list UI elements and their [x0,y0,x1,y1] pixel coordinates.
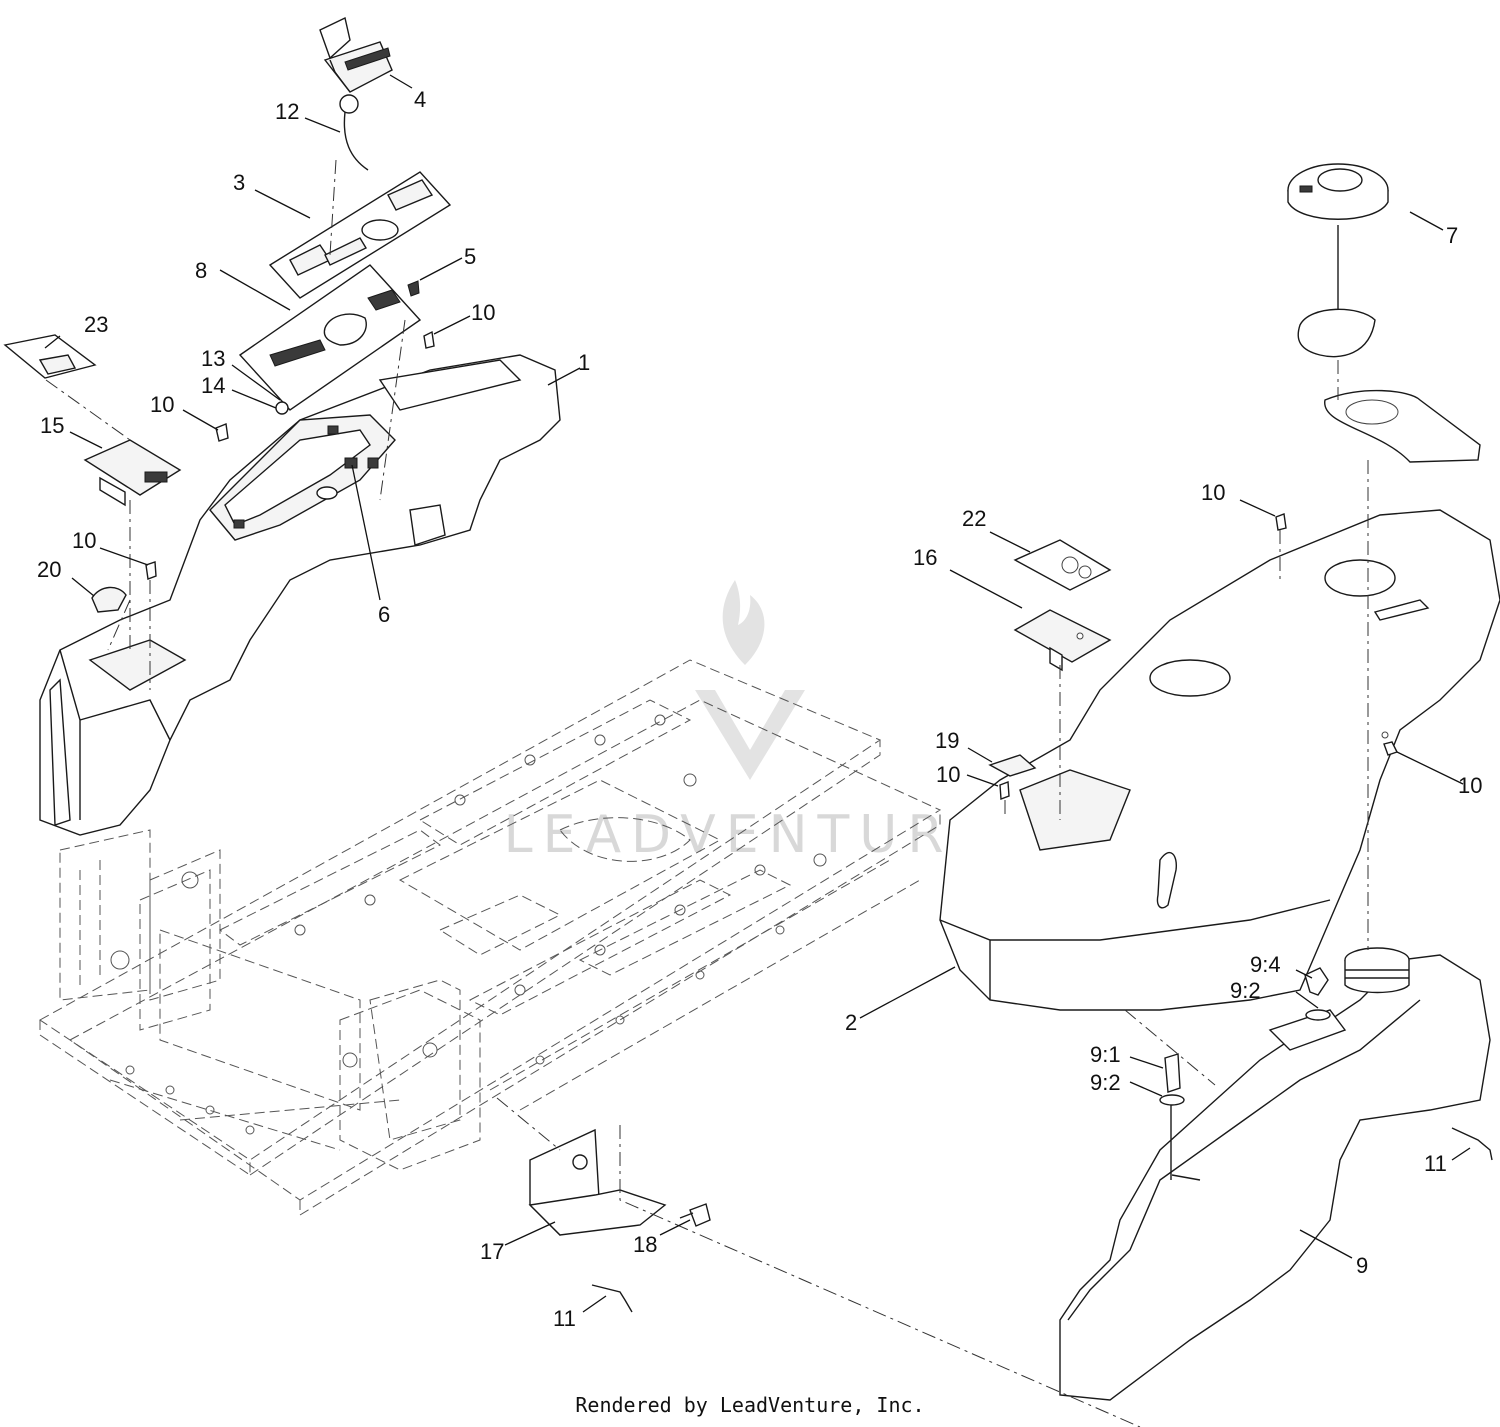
callout-19: 19 [935,728,959,753]
footer-credit: Rendered by LeadVenture, Inc. [575,1393,925,1417]
callout-5: 5 [464,244,476,269]
callout-11-left: 11 [553,1306,576,1331]
right-fender-part-2 [939,509,1500,1011]
leadventure-watermark: LEADVENTURE [504,580,997,865]
callout-4: 4 [414,87,426,112]
callout-22: 22 [962,506,986,531]
callout-labels: 1 2 3 4 5 6 7 8 9 9:1 9:2 9:2 9:4 10 10 … [37,87,1482,1331]
callout-6: 6 [378,602,390,627]
ignition-switch-part-4 [319,16,393,93]
callout-13: 13 [201,346,225,371]
leader-lines [44,74,1471,1313]
watermark-text: LEADVENTURE [504,805,997,865]
callout-3: 3 [233,170,245,195]
clip-part-11-right [1451,1127,1493,1161]
callout-10-right-lower: 10 [936,762,960,787]
fuel-tank-part-9 [1059,947,1491,1401]
callout-15: 15 [40,413,64,438]
bracket-part-17 [528,1128,667,1236]
callout-10-panel: 10 [471,300,495,325]
callout-14: 14 [201,373,225,398]
control-panel-part-8 [238,264,422,411]
cap-part-19 [988,754,1037,777]
bolt-part-18 [679,1203,711,1227]
fuel-fittings [1159,967,1331,1181]
bracket-part-15 [83,439,182,507]
callout-12: 12 [275,99,299,124]
left-fender-part-1 [39,354,561,836]
callout-10-left-lower: 10 [72,528,96,553]
assembly-lines [45,159,1369,1427]
decal-part-23 [3,334,97,379]
callout-17: 17 [480,1239,504,1264]
callout-2: 2 [845,1010,857,1035]
cable-part-12 [339,94,369,171]
callout-9-2-lower: 9:2 [1090,1070,1121,1095]
plate-part-16 [1013,609,1112,672]
clip-part-11-left [591,1284,633,1313]
fuel-cap-part-7 [1287,163,1481,463]
callout-9-2-upper: 9:2 [1230,978,1261,1003]
callout-10-right-side: 10 [1458,773,1482,798]
callout-18: 18 [633,1232,657,1257]
callout-1: 1 [578,350,590,375]
callout-8: 8 [195,258,207,283]
callout-16: 16 [913,545,937,570]
chassis-frame [39,659,942,1216]
decal-part-3 [268,171,452,299]
callout-11-right: 11 [1424,1151,1447,1176]
decal-part-22 [1013,539,1112,591]
callout-10-left-upper: 10 [150,392,174,417]
knob-part-20 [91,586,127,613]
callout-7: 7 [1446,223,1458,248]
callout-9-4: 9:4 [1250,952,1281,977]
callout-10-right-top: 10 [1201,480,1225,505]
callout-20: 20 [37,557,61,582]
callout-23: 23 [84,312,108,337]
callout-9: 9 [1356,1253,1368,1278]
callout-9-1: 9:1 [1090,1042,1121,1067]
